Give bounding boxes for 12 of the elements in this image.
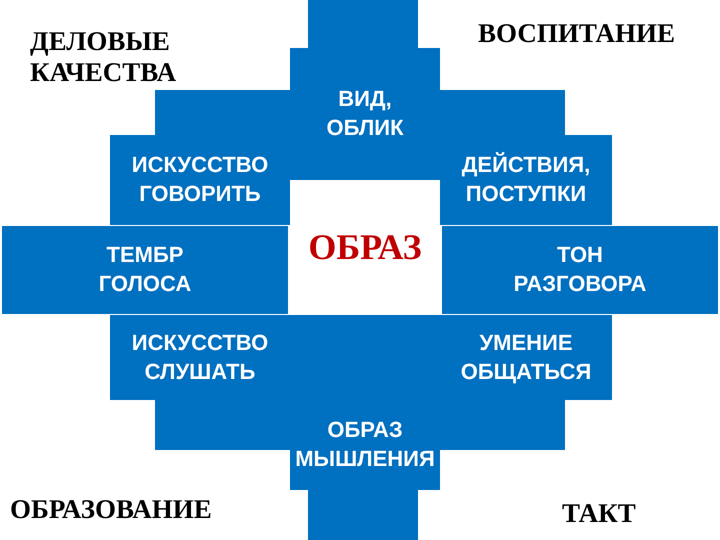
category-box: ТОН РАЗГОВОРА <box>442 226 718 314</box>
category-box: ИСКУССТВО СЛУШАТЬ <box>110 315 290 400</box>
corner-label: ВОСПИТАНИЕ <box>478 18 676 50</box>
category-box: ДЕЙСТВИЯ, ПОСТУПКИ <box>440 135 612 225</box>
category-box: ИСКУССТВО ГОВОРИТЬ <box>110 135 290 225</box>
category-box: УМЕНИЕ ОБЩАТЬСЯ <box>440 315 612 400</box>
corner-label: ТАКТ <box>562 498 637 530</box>
category-box: ТЕМБР ГОЛОСА <box>2 226 288 314</box>
corner-label: ДЕЛОВЫЕ КАЧЕСТВА <box>30 26 178 88</box>
category-box: ВИД, ОБЛИК <box>290 48 440 180</box>
category-box: ОБРАЗ МЫШЛЕНИЯ <box>290 400 440 490</box>
corner-label: ОБРАЗОВАНИЕ <box>10 494 213 526</box>
